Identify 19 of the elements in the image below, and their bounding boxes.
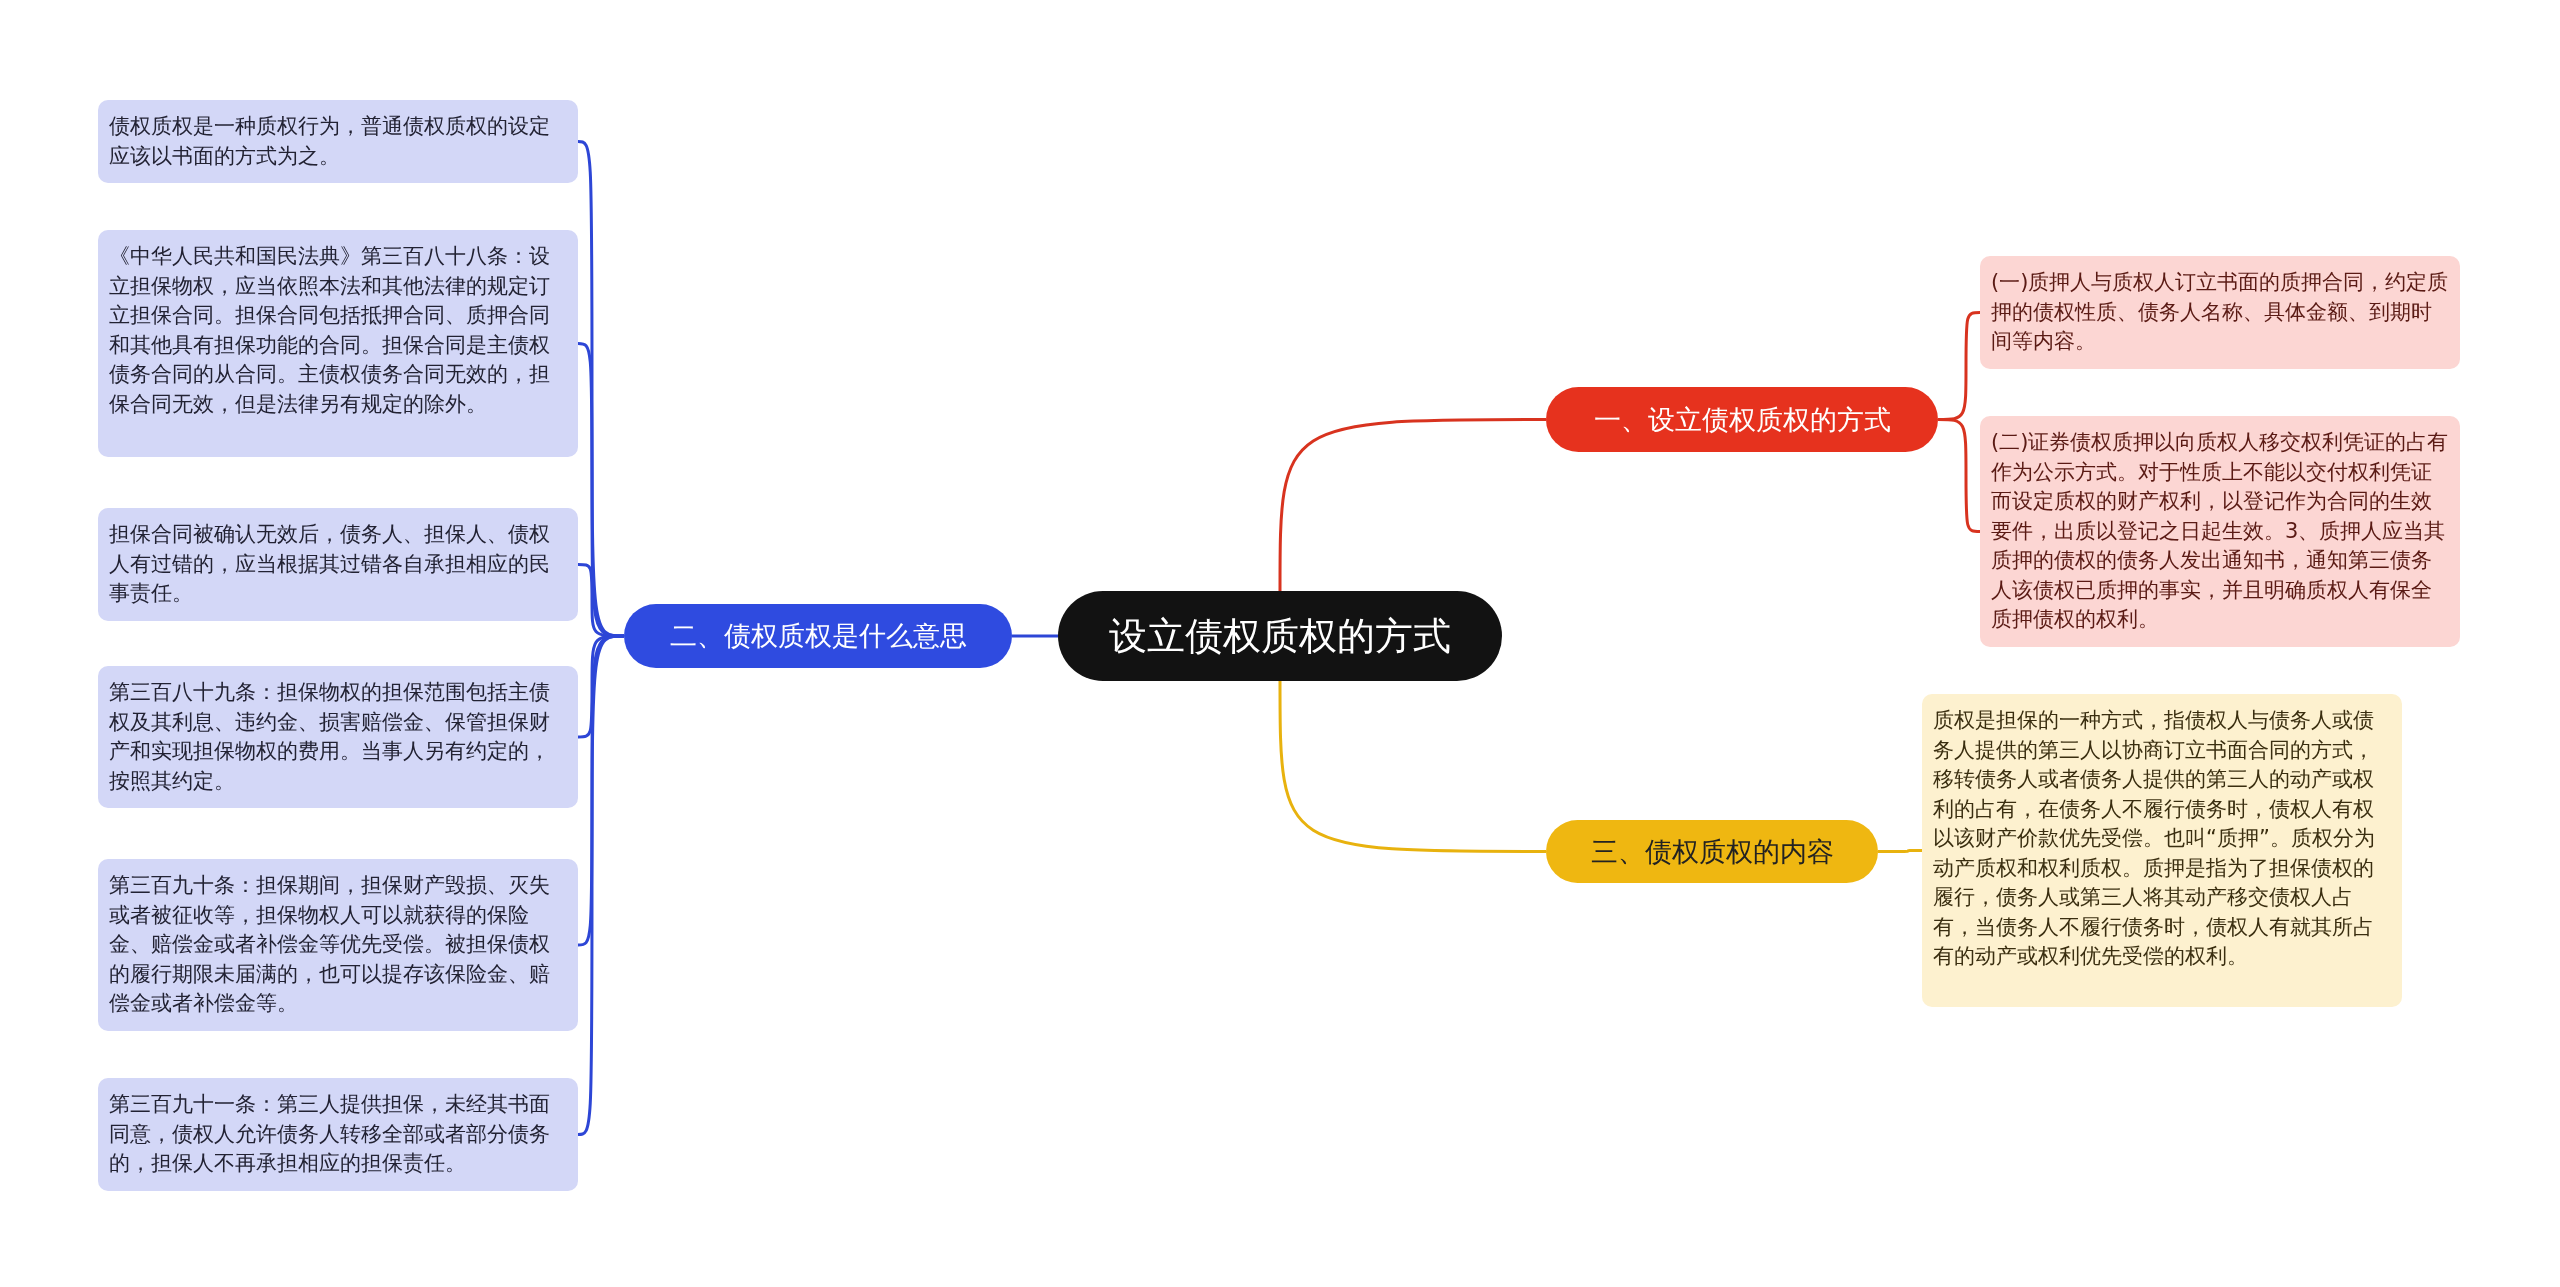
note-box: 质权是担保的一种方式，指债权人与债务人或债务人提供的第三人以协商订立书面合同的方式，移转债务人或者债务人提供的第三人的动产或权利的占有，在债务人不履行债务时，债权人有权以该财产价款优先受偿。也叫“质押”。质权分为动产质权和权利质权。质押是指为了担保债权的履行，债务人或第三人将其动产移交债权人占有，当债务人不履行债务时，债权人有就其所占有的动产或权利优先受偿的权利。 bbox=[1922, 694, 2402, 1007]
branch-line bbox=[1878, 849, 1922, 853]
branch-line bbox=[1278, 681, 1546, 853]
branch-line bbox=[1012, 634, 1058, 638]
topic-box: 设立债权质权的方式 bbox=[1058, 591, 1502, 681]
note-box: 第三百八十九条：担保物权的担保范围包括主债权及其利息、违约金、损害赔偿金、保管担保财产和实现担保物权的费用。当事人另有约定的，按照其约定。 bbox=[98, 666, 578, 808]
note-box: 第三百九十一条：第三人提供担保，未经其书面同意，债权人允许债务人转移全部或者部分债务的，担保人不再承担相应的担保责任。 bbox=[98, 1078, 578, 1191]
note-box: (二)证券债权质押以向质权人移交权利凭证的占有作为公示方式。对于性质上不能以交付权利凭证而设定质权的财产权利，以登记作为合同的生效要件，出质以登记之日起生效。3、质押人应当其质押的债权的债务人发出通知书，通知第三债务人该债权已质押的事实，并且明确质权人有保全质押债权的权利。 bbox=[1980, 416, 2460, 647]
branch-box: 三、债权质权的内容 bbox=[1546, 820, 1878, 883]
branch-line bbox=[578, 563, 624, 638]
note-box: 债权质权是一种质权行为，普通债权质权的设定应该以书面的方式为之。 bbox=[98, 100, 578, 183]
note-box: 《中华人民共和国民法典》第三百八十八条：设立担保物权，应当依照本法和其他法律的规定订立担保合同。担保合同包括抵押合同、质押合同和其他具有担保功能的合同。担保合同是主债权债务合同的从合同。主债权债务合同无效的，担保合同无效，但是法律另有规定的除外。 bbox=[98, 230, 578, 457]
note-box: (一)质押人与质权人订立书面的质押合同，约定质押的债权性质、债务人名称、具体金额、到期时间等内容。 bbox=[1980, 256, 2460, 369]
branch-line bbox=[1278, 418, 1546, 591]
branch-box: 一、设立债权质权的方式 bbox=[1546, 387, 1938, 452]
branch-line bbox=[1938, 418, 1980, 533]
note-box: 第三百九十条：担保期间，担保财产毁损、灭失或者被征收等，担保物权人可以就获得的保险金、赔偿金或者补偿金等优先受偿。被担保债权的履行期限未届满的，也可以提存该保险金、赔偿金或者补偿金等。 bbox=[98, 859, 578, 1031]
note-box: 担保合同被确认无效后，债务人、担保人、债权人有过错的，应当根据其过错各自承担相应的民事责任。 bbox=[98, 508, 578, 621]
branch-box: 二、债权质权是什么意思 bbox=[624, 604, 1012, 668]
